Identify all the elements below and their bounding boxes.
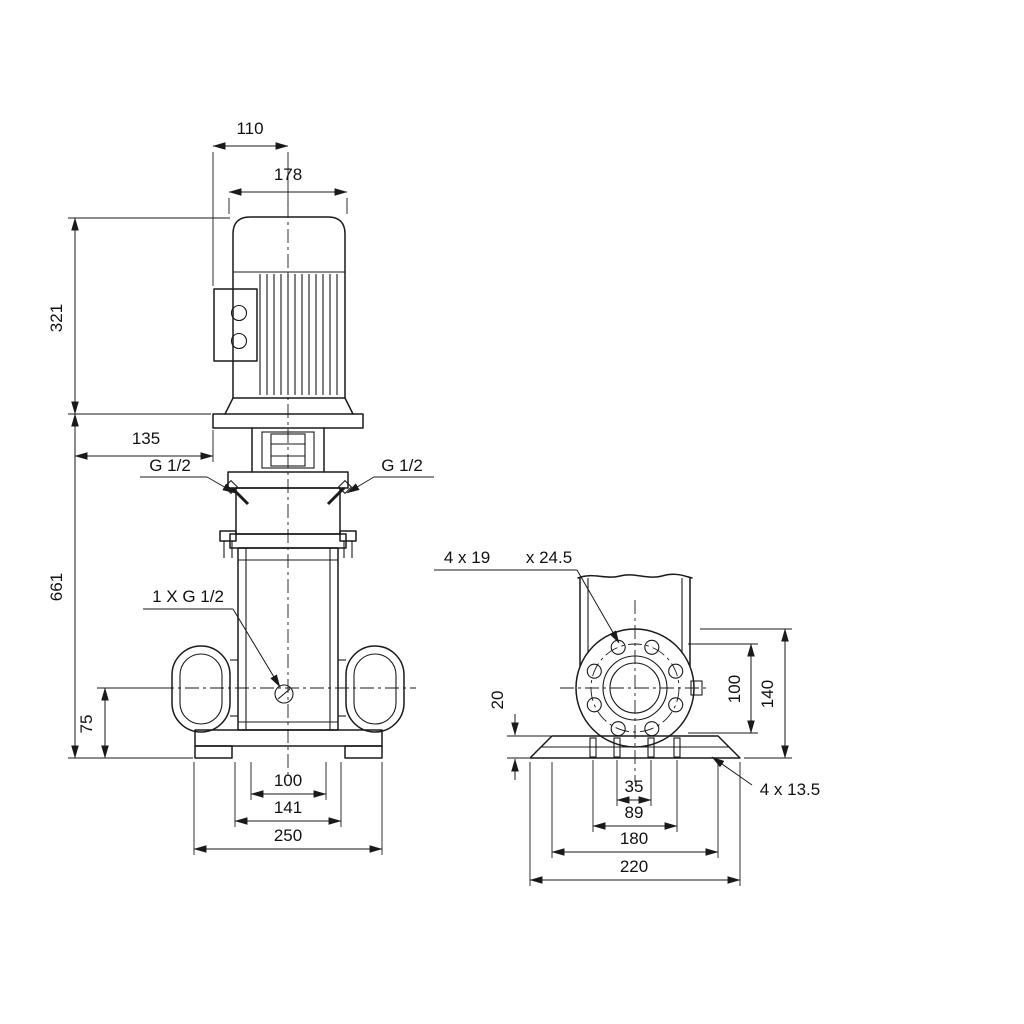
dim-135-label: 135 <box>132 429 160 448</box>
dimension-100-side: 100 <box>688 643 758 734</box>
drain-plug-label: 1 X G 1/2 <box>143 587 281 688</box>
drain-label: 1 X G 1/2 <box>152 587 224 606</box>
base-holes-label: 4 x 13.5 <box>760 780 821 799</box>
dim-75-label: 75 <box>77 715 96 734</box>
base-foot <box>344 745 383 759</box>
dimension-135: 135 <box>74 429 214 462</box>
dimension-35: 35 <box>616 760 652 806</box>
dimension-89: 89 <box>592 760 678 832</box>
dim-220-label: 220 <box>620 857 648 876</box>
pump-base-front <box>194 729 383 759</box>
chamber-sleeve <box>237 547 339 731</box>
front-view: 110 178 321 661 135 75 <box>47 119 434 855</box>
dim-100-front-label: 100 <box>274 771 302 790</box>
vent-right-label: G 1/2 <box>381 456 423 475</box>
dimension-178: 178 <box>228 165 348 214</box>
dimension-141: 141 <box>234 762 342 827</box>
drain-plug <box>274 684 294 704</box>
dimension-180: 180 <box>551 762 719 858</box>
flange-holes-callout: 4 x 19 x 24.5 <box>434 548 620 644</box>
dimension-20: 20 <box>488 691 551 780</box>
dim-140-label: 140 <box>758 680 777 708</box>
motor-cooling-fins <box>259 274 338 395</box>
gauge-tap <box>690 680 703 696</box>
dim-141-label: 141 <box>274 798 302 817</box>
dim-89-label: 89 <box>625 803 644 822</box>
flange-bolt-holes <box>586 639 684 737</box>
dimension-75: 75 <box>77 687 162 759</box>
vent-plug-label-right: G 1/2 <box>346 456 434 494</box>
dim-178-label: 178 <box>274 165 302 184</box>
dim-20-label: 20 <box>488 691 507 710</box>
dim-321-label: 321 <box>47 304 66 332</box>
motor <box>213 216 346 399</box>
dimension-220: 220 <box>529 762 741 886</box>
cable-entry-hole <box>230 304 248 322</box>
discharge-flange <box>338 645 405 733</box>
dim-661-label: 661 <box>47 573 66 601</box>
dimension-110: 110 <box>212 119 289 286</box>
pump-head <box>223 471 353 535</box>
port-flange-face <box>575 628 703 748</box>
dimension-100-front: 100 <box>250 762 327 800</box>
side-view: 4 x 19 x 24.5 20 100 140 <box>434 548 820 886</box>
terminal-box <box>213 288 258 362</box>
motor-stool <box>212 397 364 473</box>
tie-rod-nut <box>219 530 237 542</box>
base-foot <box>194 745 233 759</box>
vent-left-label: G 1/2 <box>149 456 191 475</box>
shaft-coupling <box>270 433 306 467</box>
pump-base-side <box>529 735 741 759</box>
dim-35-label: 35 <box>625 777 644 796</box>
counterbore-label: x 24.5 <box>526 548 572 567</box>
dim-100-side-label: 100 <box>725 675 744 703</box>
dim-110-label: 110 <box>236 119 263 138</box>
dim-180-label: 180 <box>620 829 648 848</box>
bolt-circle-centerline <box>590 643 680 733</box>
dimension-661: 661 <box>47 413 193 759</box>
dimension-321: 321 <box>47 217 230 415</box>
flange-holes-label: 4 x 19 <box>444 548 490 567</box>
suction-flange <box>171 645 238 733</box>
tie-rod-nut <box>339 530 357 542</box>
vent-plug-label-left: G 1/2 <box>140 456 236 494</box>
coupling-window <box>261 431 315 469</box>
base-holes-callout: 4 x 13.5 <box>711 756 821 799</box>
pump-column-side <box>577 573 693 667</box>
dim-250-label: 250 <box>274 826 302 845</box>
base-bolt-slots <box>589 737 681 758</box>
cable-entry-hole <box>230 332 248 350</box>
dimension-140: 140 <box>700 628 792 759</box>
dimension-250: 250 <box>193 762 383 855</box>
